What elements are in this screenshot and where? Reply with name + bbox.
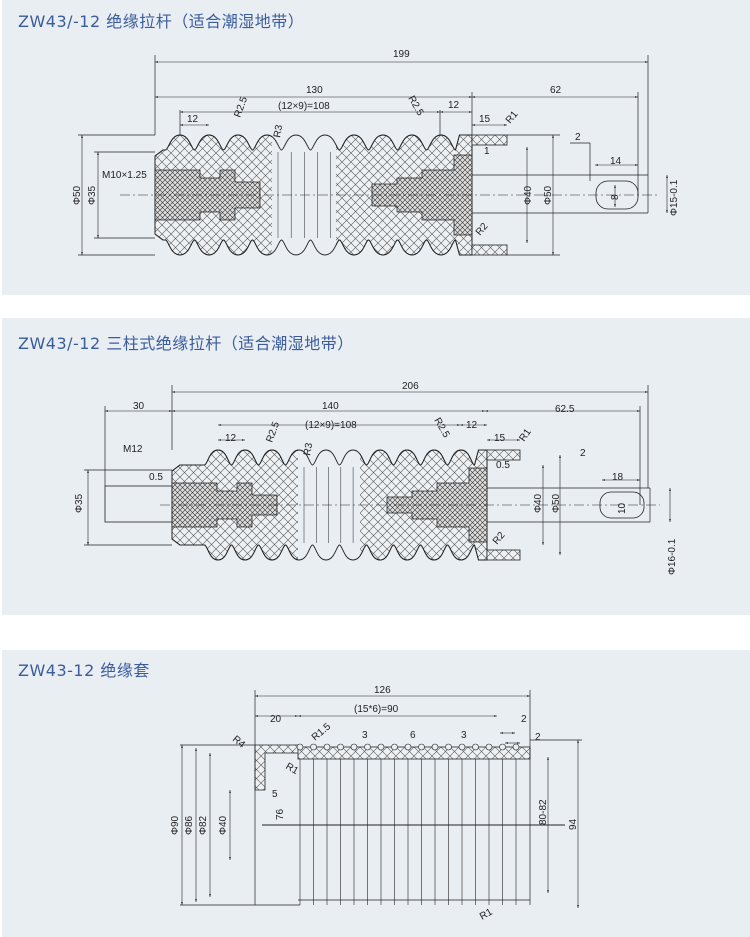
rib [499, 743, 506, 751]
rib [323, 743, 331, 751]
radius-r25-left: R2.5 [232, 95, 250, 119]
dim-d50-right: Φ50 [543, 185, 554, 205]
rib [458, 743, 466, 751]
dim-six: 6 [410, 730, 416, 741]
rib [485, 743, 493, 751]
thread-label: M12 [123, 444, 143, 455]
dim-three-b: 3 [461, 730, 467, 741]
dim-d50-right: Φ50 [551, 493, 562, 513]
rib [431, 743, 439, 751]
dim-d35: Φ35 [87, 185, 98, 205]
dim-overall: 206 [402, 381, 419, 392]
rib [377, 743, 385, 751]
dim-left: 30 [133, 401, 145, 412]
bottom-flange [486, 549, 521, 561]
dim-half-right: 0.5 [496, 460, 510, 471]
dim-right: 62 [550, 85, 562, 96]
dim-rib: 12 [225, 433, 237, 444]
dim-flange: 15 [494, 433, 506, 444]
radius-r1: R1 [504, 109, 521, 126]
dim-half-left: 0.5 [149, 472, 163, 483]
panel2-dimension-labels: 206 30 140 (12×9)=108 12 12 62.5 15 R1 R… [74, 381, 678, 575]
radius-r4: R4 [230, 734, 247, 751]
dim-right: 62.5 [555, 404, 575, 415]
dim-80-82: 80-82 [538, 799, 549, 825]
dim-rib-right: 12 [466, 420, 478, 431]
dim-94: 94 [568, 818, 579, 830]
dim-rib: 12 [187, 114, 199, 125]
radius-r3: R3 [272, 124, 285, 139]
top-flange [486, 449, 521, 461]
sleeve-wall [297, 746, 531, 760]
dim-body: 130 [306, 85, 323, 96]
dim-pitch-total: (15*6)=90 [354, 704, 399, 715]
dim-slot-length: 14 [610, 156, 622, 167]
dim-d86: Φ86 [184, 815, 195, 835]
dim-two-a: 2 [521, 714, 527, 725]
radius-r1-top: R1 [284, 761, 301, 777]
dim-flange: 15 [479, 114, 491, 125]
rib [391, 743, 398, 751]
rib [418, 743, 425, 751]
radius-r25-right: R2.5 [431, 416, 451, 440]
dim-body: 140 [322, 401, 339, 412]
radius-r2: R2 [491, 530, 508, 547]
dim-slot-length: 18 [612, 472, 624, 483]
dim-overall: 199 [393, 49, 410, 60]
rib [310, 743, 317, 751]
dim-three-a: 3 [362, 730, 368, 741]
dim-slot-width: 10 [617, 502, 628, 514]
dim-rod-diameter: Φ16-0.1 [667, 538, 678, 575]
dim-slot-width: 8 [610, 194, 621, 200]
thread-label: M10×1.25 [102, 170, 147, 181]
dim-two: 2 [580, 448, 586, 459]
left-threaded-rod [104, 485, 173, 523]
dim-pitch-total: (12×9)=108 [305, 420, 357, 431]
dim-d40: Φ40 [523, 185, 534, 205]
rib [404, 743, 412, 751]
panel3-dimension-labels: 126 (15*6)=90 20 2 2 R4 R1.5 R1 R1 3 6 3… [170, 685, 579, 923]
dim-d35: Φ35 [74, 493, 85, 513]
dim-rib-right: 12 [448, 100, 460, 111]
rib [296, 743, 304, 751]
dim-d90: Φ90 [170, 815, 181, 835]
radius-r25-left: R2.5 [264, 420, 282, 444]
radius-r3: R3 [302, 442, 315, 457]
dim-pitch-total: (12×9)=108 [278, 101, 330, 112]
panel-title: ZW43/-12 三柱式绝缘拉杆（适合潮湿地带） [18, 334, 354, 353]
rib [445, 743, 452, 751]
rib [337, 743, 344, 751]
top-flange [471, 134, 508, 146]
bottom-flange [471, 244, 508, 256]
rib [512, 743, 520, 751]
radius-r2: R2 [474, 221, 491, 238]
dim-d40: Φ40 [218, 815, 229, 835]
dim-d82: Φ82 [198, 815, 209, 835]
dim-d40: Φ40 [533, 493, 544, 513]
dim-d50: Φ50 [72, 185, 83, 205]
radius-r1-bottom: R1 [478, 906, 495, 922]
dim-overall: 126 [374, 685, 391, 696]
radius-r25-right: R2.5 [405, 94, 425, 118]
dim-five: 5 [272, 789, 278, 800]
panel-insulating-sleeve: ZW43-12 绝缘套 [2, 650, 750, 937]
dim-left: 20 [270, 714, 282, 725]
dim-rod-diameter: Φ15-0.1 [669, 179, 680, 216]
dim-gap: 1 [484, 146, 490, 157]
panel-title: ZW43-12 绝缘套 [18, 661, 150, 680]
dim-two-b: 2 [535, 732, 541, 743]
rib [350, 743, 358, 751]
rib [472, 743, 479, 751]
left-metal-insert [171, 482, 278, 528]
rib [364, 743, 371, 751]
dim-76: 76 [275, 808, 286, 820]
panel-title: ZW43/-12 绝缘拉杆（适合潮湿地带） [18, 12, 305, 31]
radius-r1: R1 [517, 427, 534, 444]
radius-r15: R1.5 [310, 721, 334, 743]
left-metal-insert [154, 169, 261, 221]
dim-two: 2 [575, 132, 581, 143]
